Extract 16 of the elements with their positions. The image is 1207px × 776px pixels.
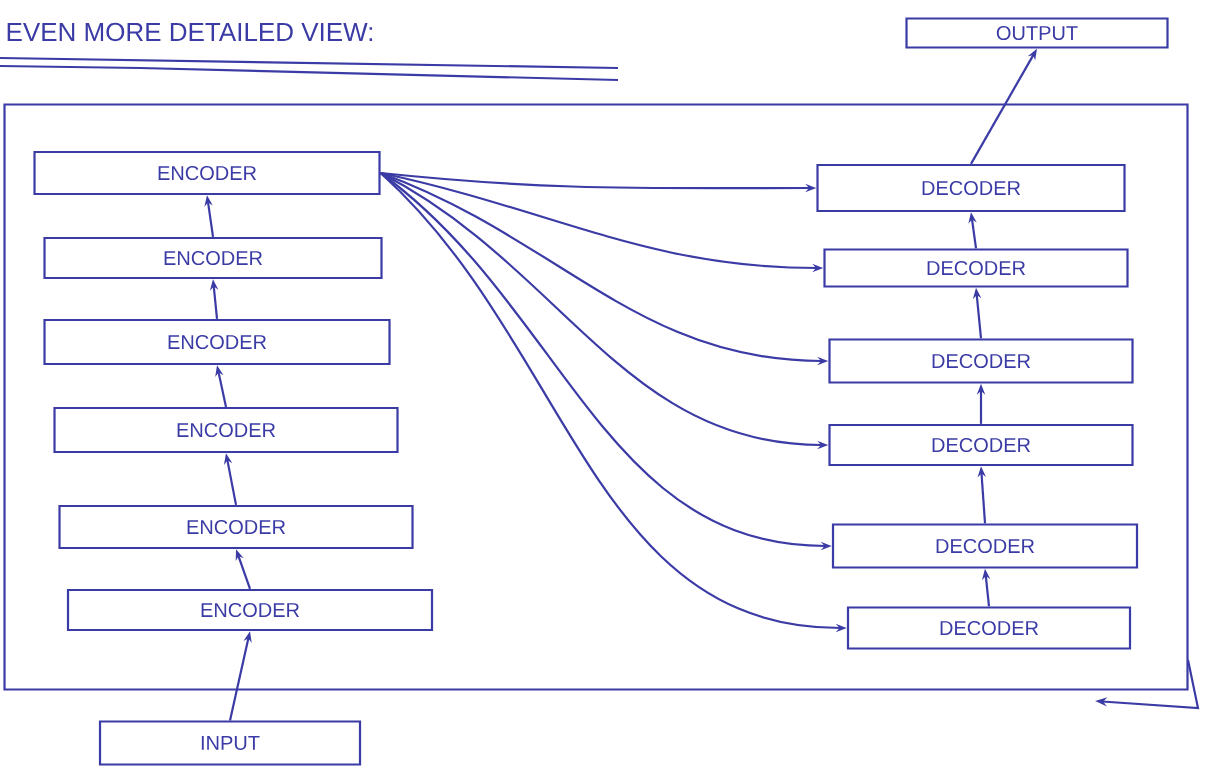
process-box: ENCODER (58, 504, 414, 550)
process-box: ENCODER (33, 150, 381, 196)
title: EVEN MORE DETAILED VIEW: (7, 22, 373, 42)
process-box: ENCODER (43, 236, 383, 280)
process-box: ENCODER (43, 318, 391, 366)
process-box: DECODER (846, 606, 1132, 650)
output-box: OUTPUT (905, 17, 1169, 49)
process-box: DECODER (828, 423, 1134, 467)
process-box: DECODER (828, 338, 1134, 384)
process-box: ENCODER (66, 588, 434, 632)
process-box: DECODER (816, 163, 1126, 213)
process-box: ENCODER (53, 406, 399, 454)
input-box: INPUT (98, 720, 362, 766)
process-box: DECODER (823, 248, 1129, 288)
process-box: DECODER (831, 523, 1139, 569)
container-box (3, 103, 1189, 691)
